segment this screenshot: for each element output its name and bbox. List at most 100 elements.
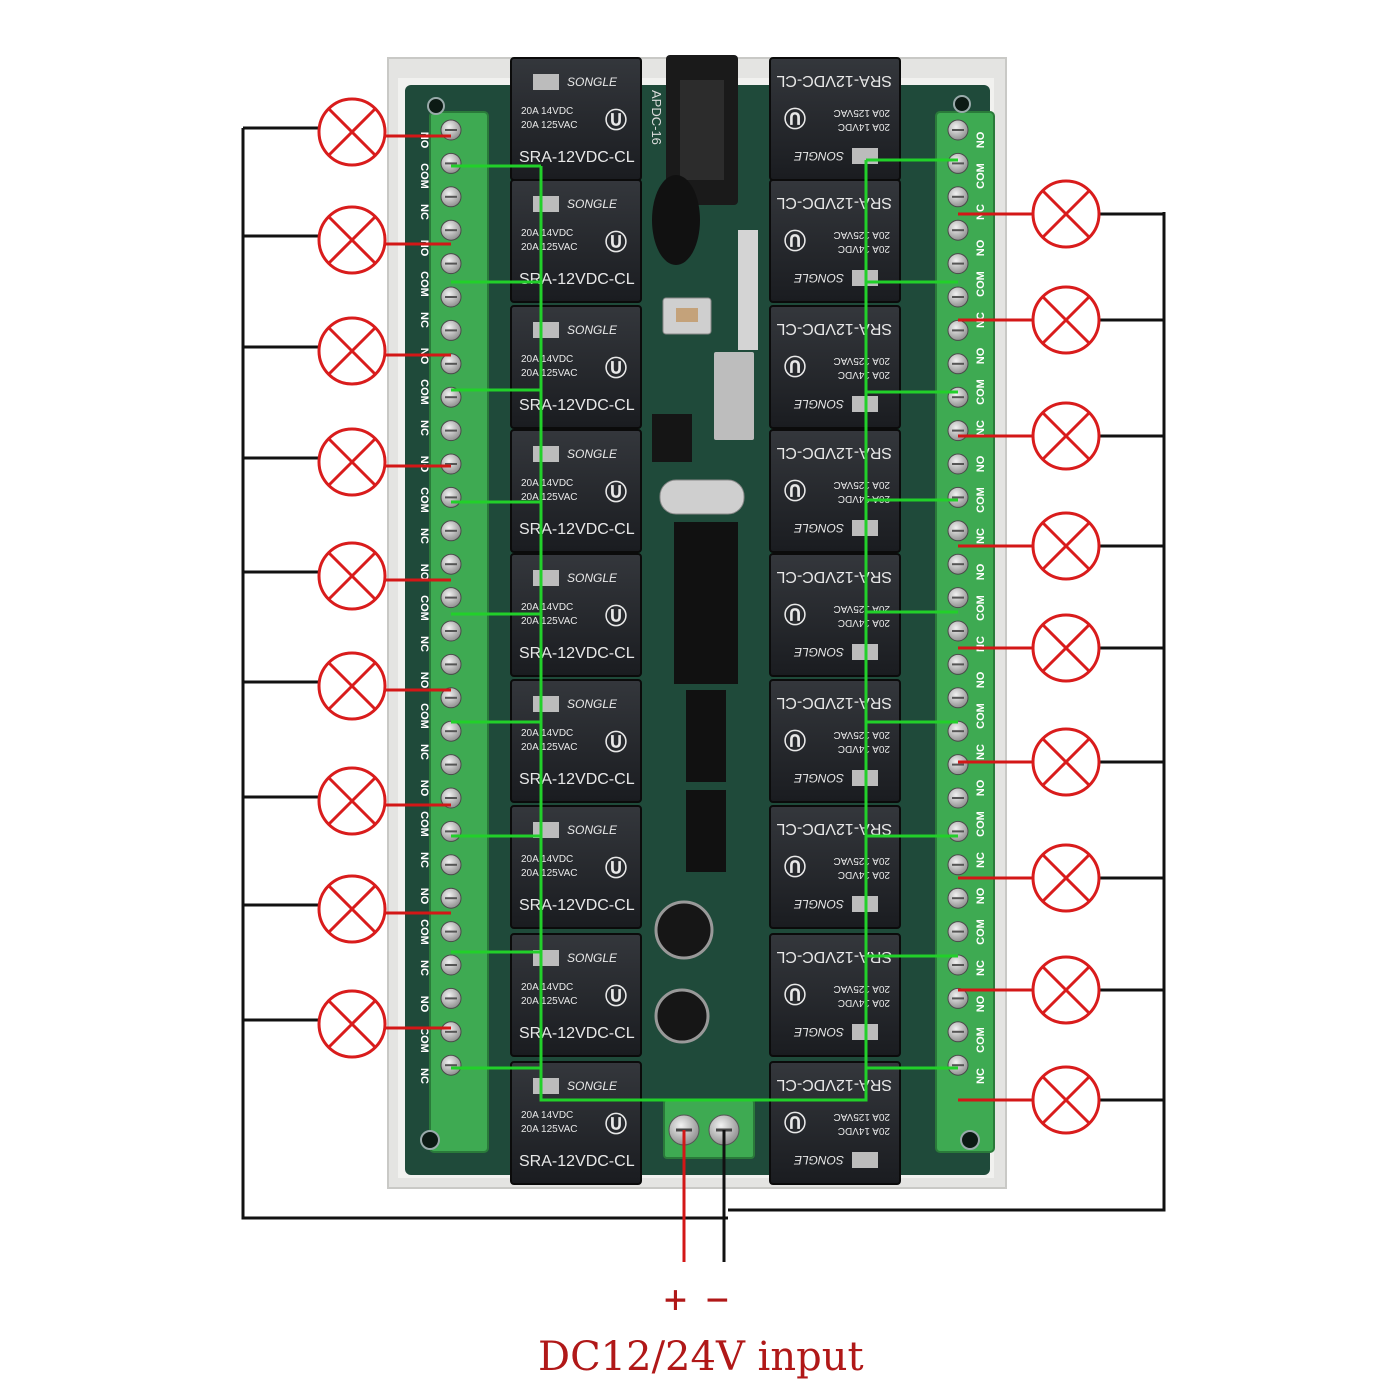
relay-brand: SONGLE — [793, 149, 844, 163]
relay-rating-dc: 20A 14VDC — [521, 1110, 573, 1121]
terminal-label: NO — [975, 563, 987, 580]
ul-mark-icon: Ⓤ — [784, 227, 806, 252]
relay-rating-ac: 20A 125VAC — [521, 1124, 578, 1135]
relay-model: SRA-12VDC-CL — [519, 771, 635, 788]
relay-model: SRA-12VDC-CL — [776, 820, 892, 837]
relay-rating-ac: 20A 125VAC — [521, 616, 578, 627]
relay-model: SRA-12VDC-CL — [776, 948, 892, 965]
mounting-hole-icon — [953, 95, 971, 113]
relay-rating-dc: 20A 14VDC — [521, 478, 573, 489]
relay-brand: SONGLE — [567, 323, 618, 337]
relay-rating-dc: 20A 14VDC — [838, 869, 890, 880]
relay-rating-dc: 20A 14VDC — [521, 854, 573, 865]
relay-model: SRA-12VDC-CL — [519, 271, 635, 288]
terminal-label: COM — [975, 271, 987, 297]
ul-mark-icon: Ⓤ — [605, 356, 627, 381]
terminal-label: COM — [418, 163, 430, 189]
terminal-label: COM — [975, 595, 987, 621]
radio-module — [714, 352, 754, 440]
relay-model: SRA-12VDC-CL — [519, 1025, 635, 1042]
terminal-label: NO — [418, 132, 430, 149]
lamp-cross — [327, 776, 377, 826]
relay-model: SRA-12VDC-CL — [776, 568, 892, 585]
relay-model: SRA-12VDC-CL — [519, 645, 635, 662]
lamp-icon — [317, 874, 387, 944]
mounting-hole-icon — [427, 97, 445, 115]
ul-mark-icon: Ⓤ — [605, 984, 627, 1009]
relay-rating-ac: 20A 125VAC — [833, 855, 890, 866]
relay-brand: SONGLE — [567, 1079, 618, 1093]
relay-rating-dc: 20A 14VDC — [838, 617, 890, 628]
ul-mark-icon: Ⓤ — [605, 856, 627, 881]
terminal-label: NC — [418, 528, 430, 544]
relay-rating-ac: 20A 125VAC — [521, 492, 578, 503]
terminal-label: NO — [418, 456, 430, 473]
relay-brand: SONGLE — [567, 571, 618, 585]
capacitor — [654, 988, 710, 1044]
relay-rating-dc: 20A 14VDC — [838, 121, 890, 132]
terminal-label: NO — [418, 672, 430, 689]
lamp-cross — [1041, 623, 1091, 673]
lamp-icon — [317, 541, 387, 611]
relay-model: SRA-12VDC-CL — [519, 397, 635, 414]
terminal-label: NO — [975, 995, 987, 1012]
terminal-label: NC — [418, 744, 430, 760]
relay-rating-dc: 20A 14VDC — [838, 243, 890, 254]
terminal-label: COM — [975, 379, 987, 405]
relay-model: SRA-12VDC-CL — [776, 194, 892, 211]
relay-rating-dc: 20A 14VDC — [521, 602, 573, 613]
relay-model: SRA-12VDC-CL — [776, 72, 892, 89]
lamp-cross — [1041, 853, 1091, 903]
relay-rating-ac: 20A 125VAC — [521, 120, 578, 131]
negative-terminal-label: − — [706, 1277, 729, 1321]
board-model-label: APDC-16 — [649, 90, 664, 145]
terminal-label: NC — [975, 1068, 987, 1084]
mounting-hole-icon — [960, 1130, 980, 1150]
terminal-label: NC — [418, 1068, 430, 1084]
songle-logo-icon — [533, 196, 559, 212]
terminal-label: COM — [418, 379, 430, 405]
lamp-icon — [317, 989, 387, 1059]
relay-model: SRA-12VDC-CL — [776, 694, 892, 711]
lamp-icon — [317, 205, 387, 275]
terminal-label: NC — [975, 204, 987, 220]
terminal-label: NC — [975, 852, 987, 868]
lamp-cross — [327, 999, 377, 1049]
driver-chip — [686, 690, 726, 782]
relay-rating-ac: 20A 125VAC — [521, 996, 578, 1007]
relay-brand: SONGLE — [793, 271, 844, 285]
lamp-icon — [317, 766, 387, 836]
lamp-cross — [1041, 189, 1091, 239]
relay-model: SRA-12VDC-CL — [519, 1153, 635, 1170]
ul-mark-icon: Ⓤ — [605, 730, 627, 755]
lamp-icon — [1031, 955, 1101, 1025]
terminal-label: COM — [418, 487, 430, 513]
relay-rating-dc: 20A 14VDC — [838, 997, 890, 1008]
relay-model: SRA-12VDC-CL — [776, 444, 892, 461]
relay-rating-ac: 20A 125VAC — [833, 355, 890, 366]
capacitor — [654, 900, 714, 960]
terminal-label: NO — [975, 131, 987, 148]
terminal-label: COM — [975, 1027, 987, 1053]
relay-rating-dc: 20A 14VDC — [838, 1125, 890, 1136]
microcontroller-chip — [674, 522, 738, 684]
decoder-chip — [652, 414, 692, 462]
relay-brand: SONGLE — [793, 1025, 844, 1039]
power-input-caption: DC12/24V input — [538, 1334, 864, 1380]
